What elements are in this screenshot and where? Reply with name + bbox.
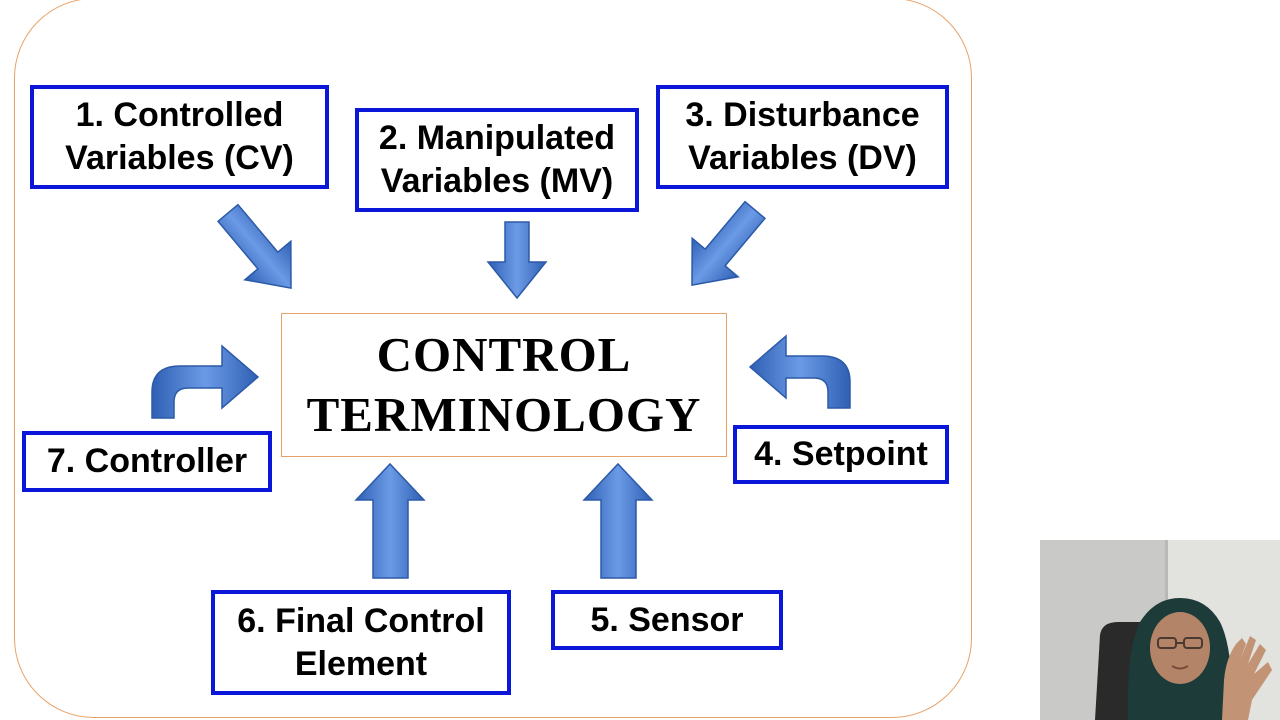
term-disturbance-variables: 3. Disturbance Variables (DV) [656, 85, 949, 189]
arrow-down-left-icon [691, 200, 767, 286]
presenter-webcam-icon [1040, 540, 1280, 720]
term-sensor: 5. Sensor [551, 590, 783, 650]
term-setpoint: 4. Setpoint [733, 425, 949, 484]
arrow-down-right-icon [216, 203, 292, 289]
term-controller: 7. Controller [22, 431, 272, 492]
term-final-control-element: 6. Final Control Element [211, 590, 511, 695]
presenter-webcam [1040, 540, 1280, 720]
arrow-down-icon [486, 221, 548, 300]
center-title: CONTROL TERMINOLOGY [281, 313, 727, 457]
curved-arrow-left-icon [748, 334, 851, 409]
arrow-up-icon [354, 462, 426, 579]
curved-arrow-right-icon [151, 344, 260, 419]
arrow-up-icon [582, 462, 654, 579]
term-manipulated-variables: 2. Manipulated Variables (MV) [355, 108, 639, 212]
slide-frame [14, 0, 972, 718]
term-controlled-variables: 1. Controlled Variables (CV) [30, 85, 329, 189]
